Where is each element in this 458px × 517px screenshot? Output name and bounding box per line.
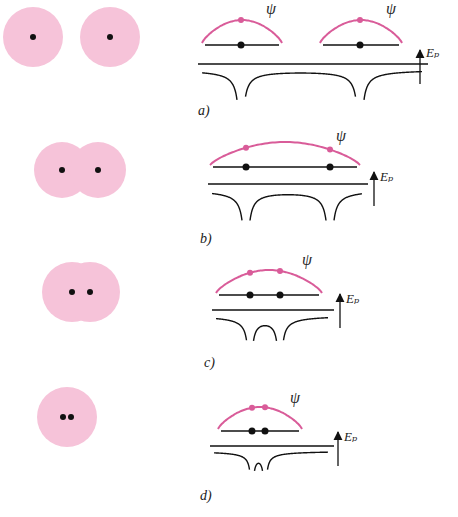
nucleus-dot xyxy=(243,164,250,171)
nucleus-dot xyxy=(95,167,101,173)
electron-cloud xyxy=(60,262,120,322)
potential-top-line xyxy=(208,183,368,184)
wave-point xyxy=(247,270,253,276)
electron-cloud xyxy=(37,387,97,447)
row-figure xyxy=(42,262,340,341)
panel-letter: d) xyxy=(200,489,212,503)
electron-cloud xyxy=(3,7,63,67)
nucleus-dot xyxy=(59,167,65,173)
energy-arrow xyxy=(337,432,338,466)
energy-label: Eₚ xyxy=(380,170,393,183)
energy-level xyxy=(219,294,319,296)
nucleus-dot xyxy=(262,428,269,435)
energy-label: Eₚ xyxy=(344,430,357,443)
psi-label: ψ xyxy=(336,128,346,144)
potential-well xyxy=(212,194,362,221)
psi-label: ψ xyxy=(386,1,396,17)
wave-point xyxy=(277,268,283,274)
wave-point xyxy=(249,405,255,411)
psi-label: ψ xyxy=(266,1,276,17)
wave-function xyxy=(218,407,302,429)
wave-point xyxy=(327,147,333,153)
energy-arrow xyxy=(419,50,420,84)
wave-function xyxy=(210,142,360,165)
row-figure xyxy=(34,142,374,221)
potential-top-line xyxy=(212,309,334,310)
row-figure xyxy=(37,387,338,471)
energy-label: Eₚ xyxy=(426,46,439,59)
potential-well xyxy=(214,452,328,471)
potential-well xyxy=(202,72,422,100)
wave-function xyxy=(216,270,322,293)
potential-top-line xyxy=(210,445,334,446)
energy-arrow xyxy=(373,172,374,206)
nucleus-dot xyxy=(249,428,256,435)
panel-letter: b) xyxy=(200,232,212,246)
wave-point xyxy=(238,17,244,23)
nucleus-dot xyxy=(238,42,245,49)
nucleus-dot xyxy=(357,42,364,49)
potential-well xyxy=(216,318,328,341)
psi-label: ψ xyxy=(302,252,312,268)
nucleus-dot xyxy=(68,414,74,420)
panel-letter: a) xyxy=(198,104,210,118)
wave-point xyxy=(262,404,268,410)
wave-point xyxy=(243,145,249,151)
nucleus-dot xyxy=(30,34,36,40)
wave-function xyxy=(320,20,402,43)
nucleus-dot xyxy=(69,289,75,295)
energy-arrow xyxy=(339,294,340,328)
energy-level xyxy=(213,166,357,168)
wave-point xyxy=(357,17,363,23)
energy-level xyxy=(221,430,299,432)
panel-letter: c) xyxy=(204,356,215,370)
psi-label: ψ xyxy=(290,390,300,406)
nucleus-dot xyxy=(277,292,284,299)
nucleus-dot xyxy=(87,289,93,295)
energy-label: Eₚ xyxy=(346,292,359,305)
wave-function xyxy=(202,20,282,43)
potential-top-line xyxy=(198,63,428,64)
electron-cloud xyxy=(80,7,140,67)
row-figure xyxy=(3,7,428,100)
nucleus-dot xyxy=(107,34,113,40)
nucleus-dot xyxy=(60,414,66,420)
nucleus-dot xyxy=(247,292,254,299)
nucleus-dot xyxy=(327,164,334,171)
electron-cloud xyxy=(70,142,126,198)
